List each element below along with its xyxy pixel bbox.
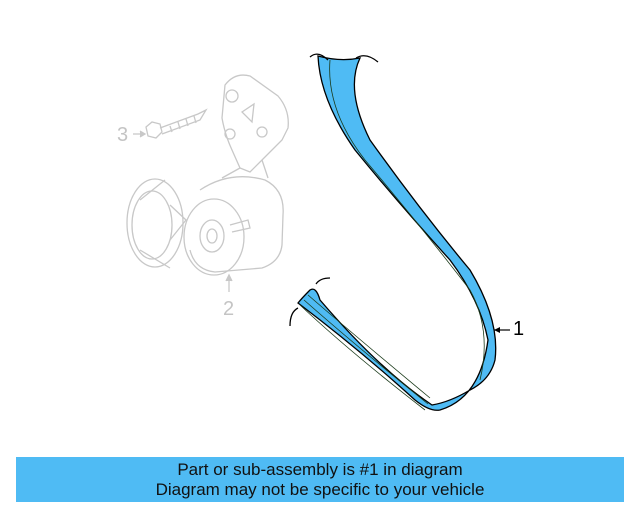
banner-line-2: Diagram may not be specific to your vehi… — [155, 479, 485, 499]
tensioner-drawing — [126, 74, 289, 292]
info-banner: Part or sub-assembly is #1 in diagram Di… — [16, 457, 624, 502]
callout-2: 2 — [223, 298, 235, 320]
callout-1: 1 — [513, 318, 525, 340]
parts-illustration — [126, 53, 510, 411]
belt-drawing — [289, 53, 510, 411]
callout-3: 3 — [117, 124, 129, 146]
parts-diagram: 3 2 1 — [117, 53, 525, 411]
banner-line-1: Part or sub-assembly is #1 in diagram — [177, 459, 463, 479]
